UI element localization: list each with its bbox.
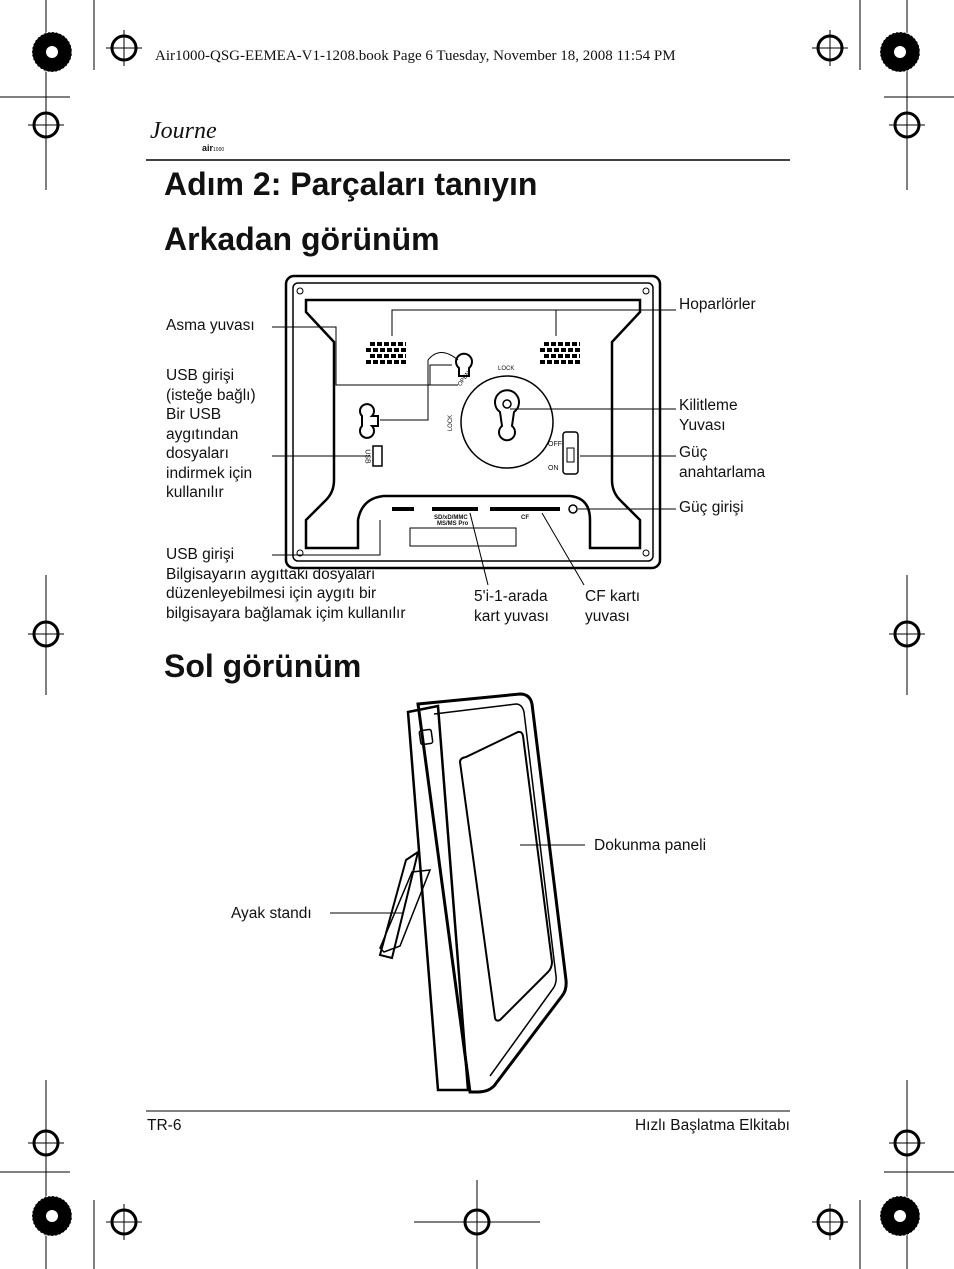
section-title-rear: Arkadan görünüm [164, 221, 440, 257]
footer-guide-title: Hızlı Başlatma Elkitabı [634, 1117, 790, 1134]
brand-logo-sub: air1000 [202, 143, 225, 153]
footer-page-number: TR-6 [147, 1117, 182, 1134]
brand-logo: Journe [150, 118, 217, 144]
label-cf-slot-1: CF kartı [585, 588, 641, 605]
page-title: Adım 2: Parçaları tanıyın [164, 166, 538, 202]
section-title-left: Sol görünüm [164, 648, 362, 684]
label-usb-host: USB girişi (isteğe bağlı) Bir USB aygıtı… [166, 366, 256, 503]
label-usb-device-desc-1: Bilgisayarın aygıttaki dosyaları [166, 565, 376, 583]
mark-lock-top: LOCK [498, 366, 515, 372]
mark-sd-line1: SD/xD/MMC [434, 515, 468, 521]
label-usb-device-title: USB girişi [166, 546, 235, 563]
print-header: Air1000-QSG-EEMEA-V1-1208.book Page 6 Tu… [155, 48, 676, 64]
label-hanger: Asma yuvası [166, 317, 255, 334]
side-leader-lines [330, 844, 585, 914]
mark-cf: CF [521, 515, 529, 521]
label-power-input: Güç girişi [679, 499, 744, 516]
mark-lock-left: LOCK [448, 414, 455, 432]
label-cf-slot-2: yuvası [585, 607, 630, 625]
label-lock-slot: Kilitleme Yuvası [679, 396, 738, 435]
label-card-5in1: 5'i-1-arada kart yuvası [474, 587, 549, 626]
speaker-grille-right [540, 342, 580, 364]
label-lock-slot-2: Yuvası [679, 416, 726, 434]
label-usb-host-title: USB girişi [166, 367, 235, 384]
label-power-switch-2: anahtarlama [679, 463, 766, 481]
label-speakers: Hoparlörler [679, 296, 756, 313]
label-card-5in1-2: kart yuvası [474, 607, 549, 625]
label-usb-host-desc-4: indirmek için [166, 464, 253, 482]
mark-on: ON [548, 465, 559, 472]
mark-usb: USB [363, 449, 371, 464]
registration-marks [28, 30, 925, 1240]
label-usb-device: USB girişi Bilgisayarın aygıttaki dosyal… [166, 545, 406, 623]
label-usb-host-desc-5: kullanılır [166, 484, 224, 501]
mark-off: OFF [548, 441, 562, 448]
label-power-switch: Güç anahtarlama [679, 443, 765, 482]
label-usb-device-desc-3: bilgisayara bağlamak içim kullanılır [166, 604, 406, 622]
label-usb-host-optional: (isteğe bağlı) [166, 386, 256, 404]
rear-view-device [284, 274, 662, 570]
starburst-marks [31, 31, 921, 1237]
label-usb-host-desc-2: aygıtından [166, 425, 239, 443]
label-usb-host-desc-3: dosyaları [166, 445, 229, 462]
mark-sd-line2: MS/MS Pro [437, 521, 469, 527]
label-touch-panel: Dokunma paneli [594, 837, 707, 854]
label-usb-host-desc-1: Bir USB [166, 406, 222, 423]
speaker-grille-left [366, 342, 406, 364]
label-power-switch-1: Güç [679, 444, 708, 461]
label-card-5in1-1: 5'i-1-arada [474, 588, 548, 605]
label-cf-slot: CF kartı yuvası [585, 587, 640, 626]
label-stand: Ayak standı [231, 905, 312, 922]
rear-leader-lines [272, 309, 676, 586]
side-view-device [378, 692, 568, 1094]
label-lock-slot-1: Kilitleme [679, 397, 738, 414]
label-usb-device-desc-2: düzenleyebilmesi için aygıtı bir [166, 585, 377, 602]
